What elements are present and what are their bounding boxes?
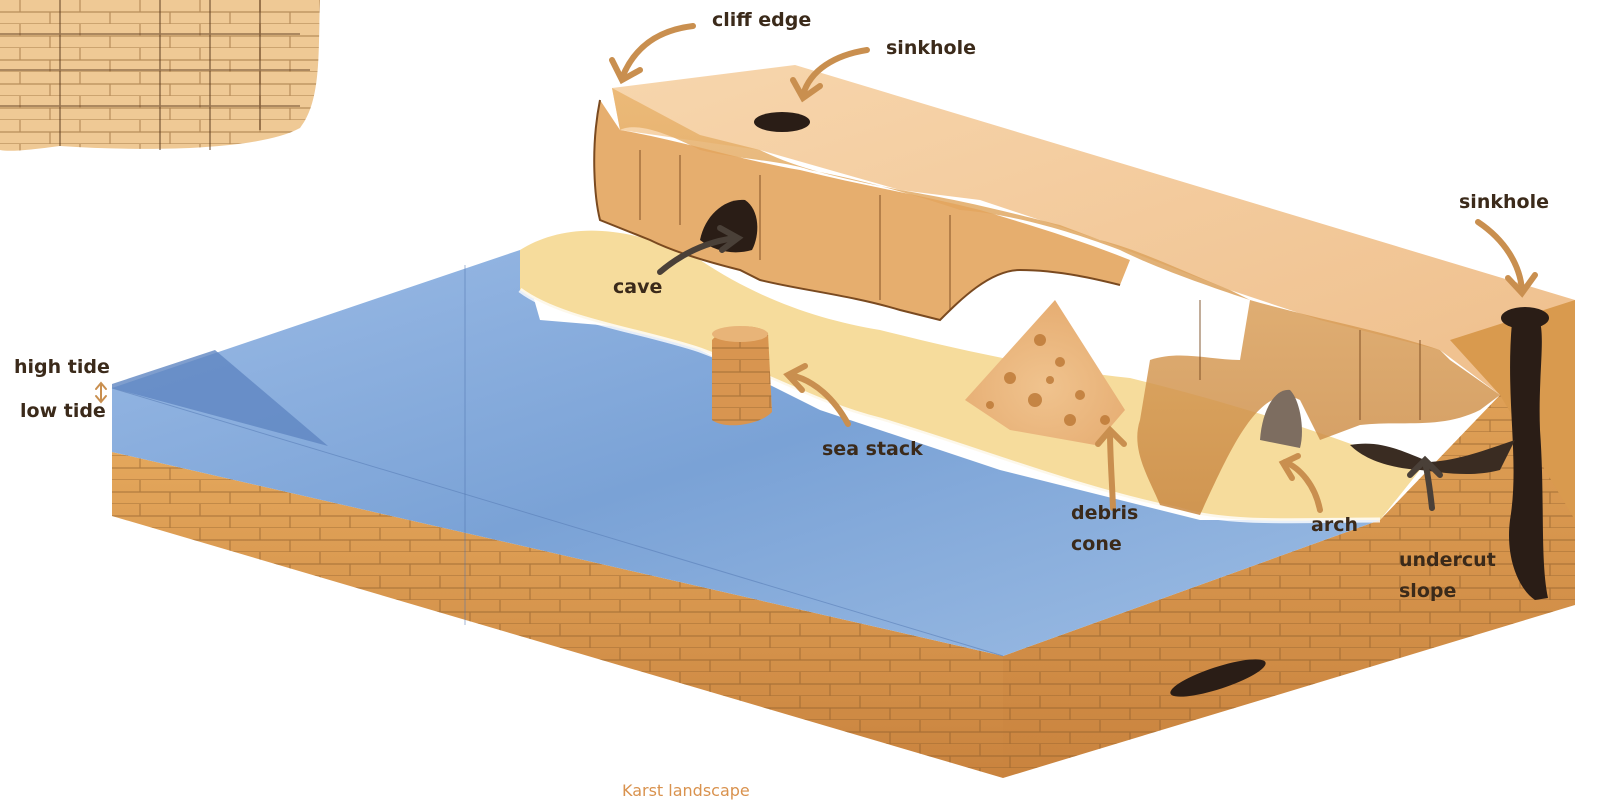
figure-caption: Karst landscape xyxy=(622,781,750,800)
label-sinkhole-right: sinkhole xyxy=(1459,187,1549,218)
arrow-cliff-edge xyxy=(612,26,693,80)
rock-texture-inset xyxy=(0,0,320,151)
label-sea-stack: sea stack xyxy=(822,434,923,465)
label-undercut-line2: slope xyxy=(1399,576,1496,607)
label-undercut-line1: undercut xyxy=(1399,545,1496,576)
label-debris-cone: debris cone xyxy=(1071,498,1138,561)
label-cliff-edge: cliff edge xyxy=(712,5,811,36)
sinkhole-top xyxy=(754,112,810,132)
label-sinkhole-top: sinkhole xyxy=(886,33,976,64)
sea-stack xyxy=(712,326,772,425)
label-arch: arch xyxy=(1311,510,1358,541)
label-low-tide: low tide xyxy=(20,396,106,427)
label-debris-cone-line2: cone xyxy=(1071,529,1138,560)
label-cave: cave xyxy=(613,272,662,303)
label-high-tide: high tide xyxy=(14,352,110,383)
label-undercut-slope: undercut slope xyxy=(1399,545,1496,608)
label-debris-cone-line1: debris xyxy=(1071,498,1138,529)
